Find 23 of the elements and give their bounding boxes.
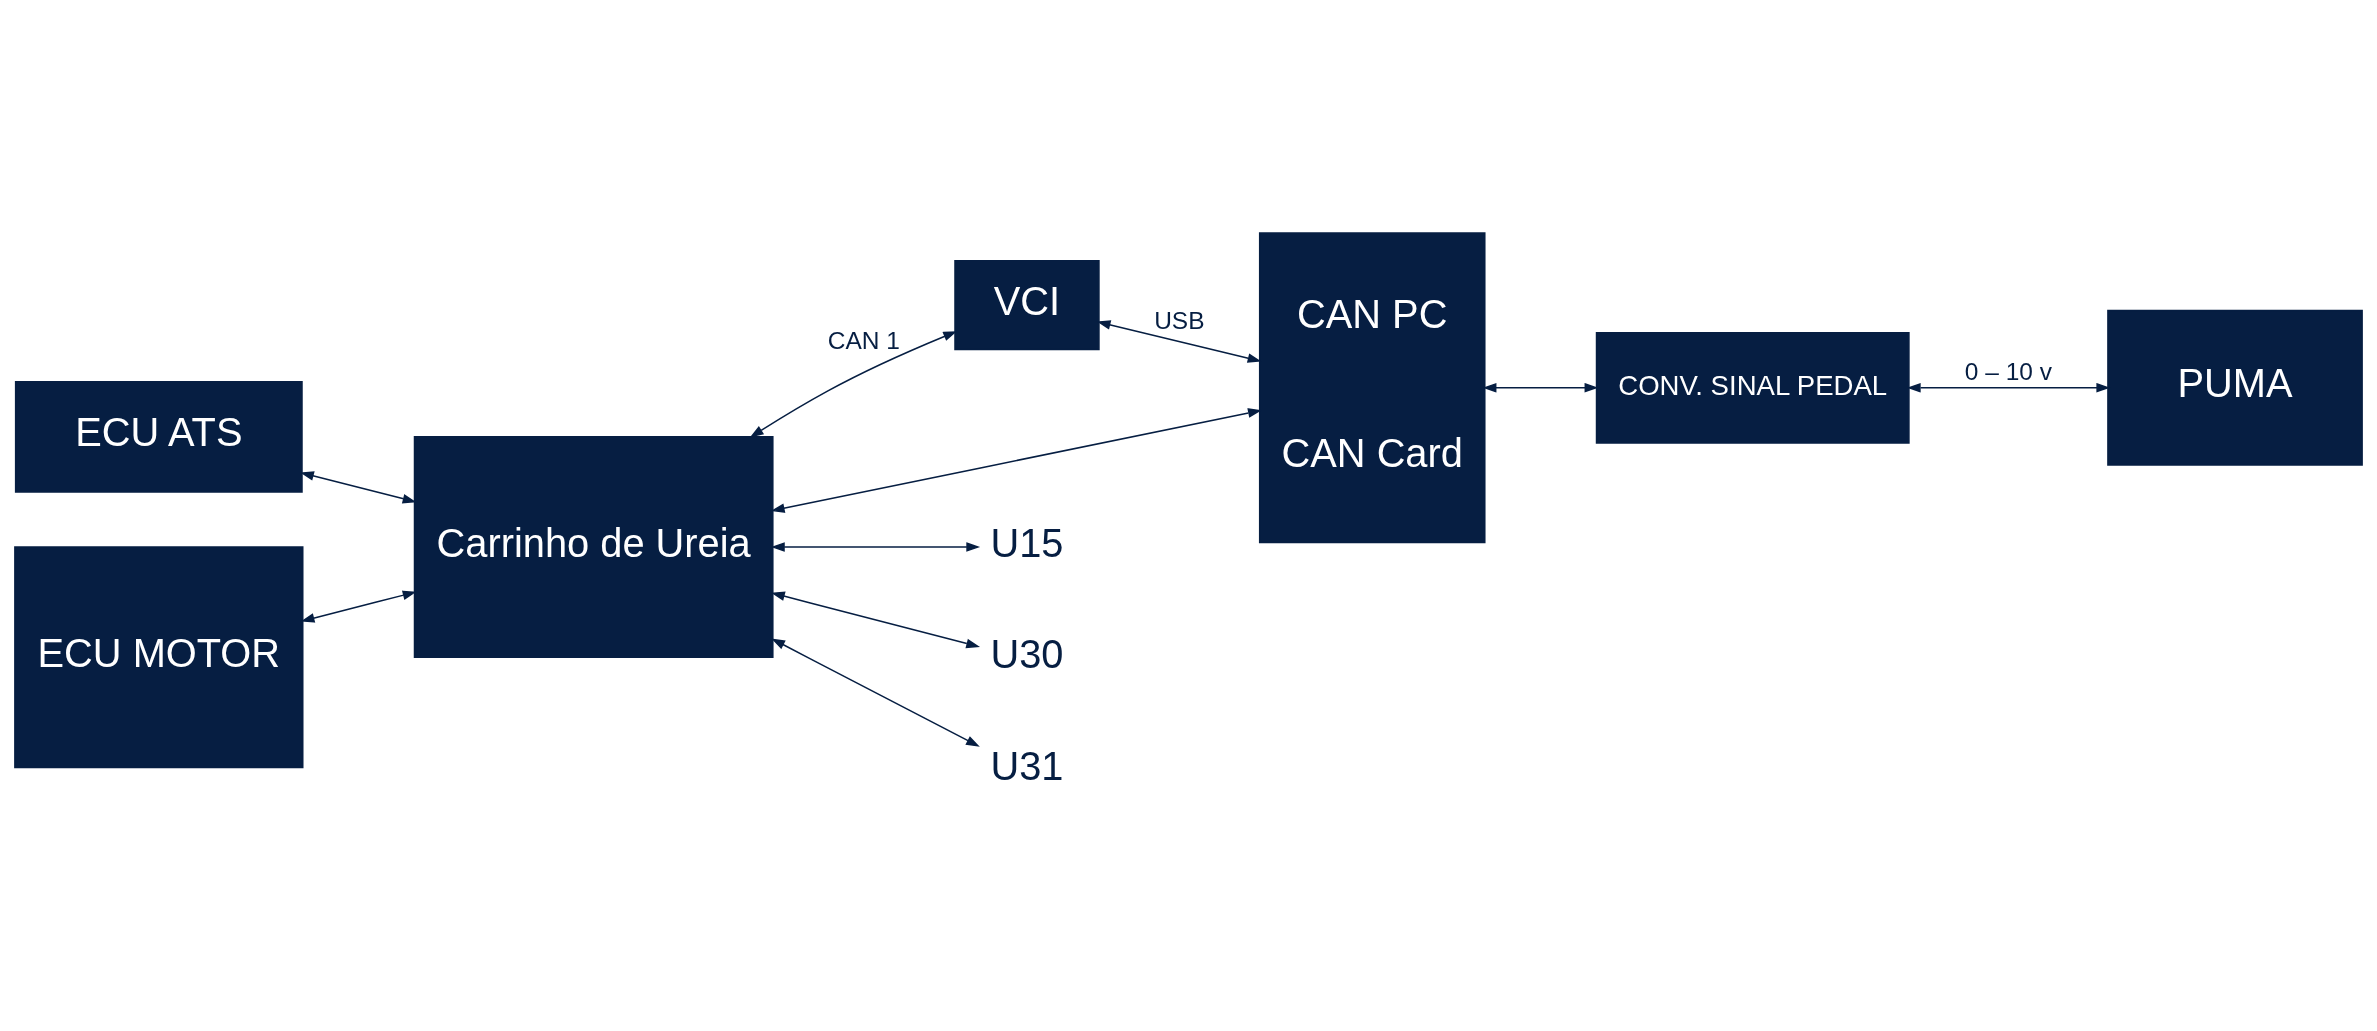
edge-label: USB	[1154, 306, 1205, 334]
edge-label: CAN 1	[827, 326, 900, 354]
node-text: U31	[990, 743, 1064, 788]
node-box: ECU MOTOR	[14, 545, 304, 768]
node-box: PUMA	[2107, 309, 2363, 466]
arrow	[1482, 382, 1599, 393]
node-box: Carrinho de Ureia	[413, 435, 774, 658]
arrow	[771, 638, 980, 747]
node-box: CONV. SINAL PEDAL	[1595, 331, 1910, 444]
node-text: U30	[990, 631, 1064, 676]
arrow	[771, 591, 981, 648]
arrow	[1906, 382, 2111, 393]
arrow	[770, 541, 981, 552]
arrow	[749, 330, 958, 438]
node-box: ECU ATS	[14, 380, 303, 493]
node-text: U15	[990, 520, 1064, 565]
edge-label: 0 – 10 v	[1964, 357, 2052, 385]
arrow	[300, 590, 417, 623]
arrow	[1096, 319, 1262, 363]
arrow	[300, 470, 417, 503]
arrow	[770, 407, 1262, 513]
node-box: CAN PC CAN Card	[1258, 231, 1486, 543]
node-box: VCI	[954, 259, 1100, 350]
